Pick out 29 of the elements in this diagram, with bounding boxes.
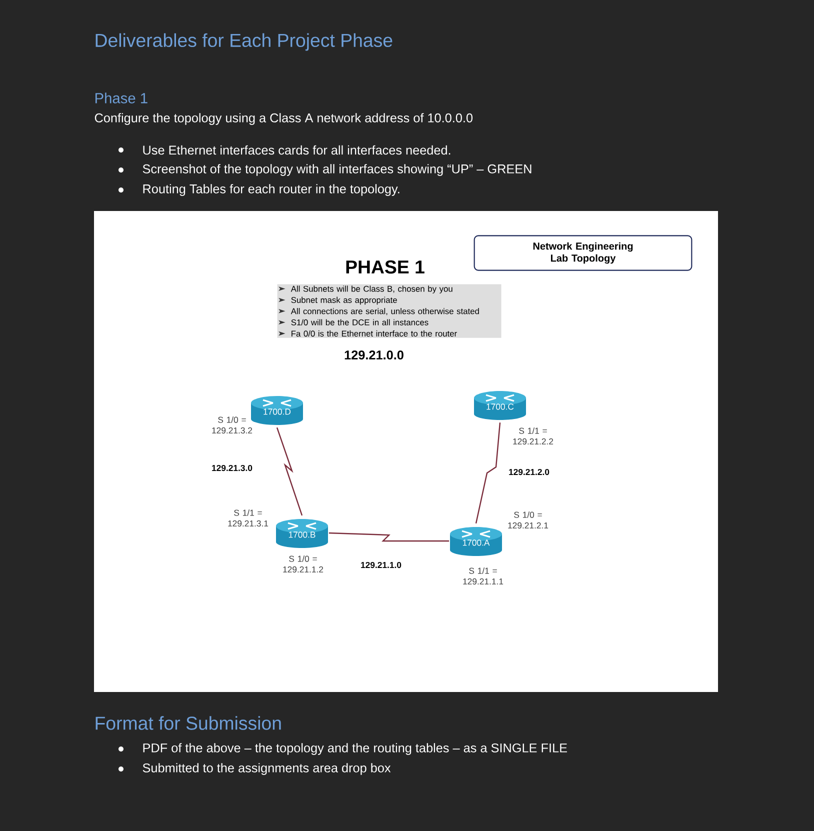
subheading: Phase 1 xyxy=(95,92,148,104)
bullet-item: PDF of the above – the topology and the routing tables – as a SINGLE FILE xyxy=(118,743,567,755)
router: 1700.C xyxy=(474,391,526,420)
edge-label: 129.21.1.0 xyxy=(359,560,403,570)
bullet-item: Submitted to the assignments area drop box xyxy=(118,763,391,775)
edge-label: 129.21.2.0 xyxy=(507,468,551,476)
bullet-item: Screenshot of the topology with all interfaces showing “UP” – GREEN xyxy=(118,164,532,176)
interface-label: S 1/0 = 129.21.2.1 xyxy=(508,512,548,529)
interface-label: S 1/1 = 129.21.2.2 xyxy=(513,428,554,445)
router: 1700.B xyxy=(276,519,328,548)
bullet-item: Routing Tables for each router in the topology. xyxy=(118,184,400,196)
interface-label: S 1/1 = 129.21.1.1 xyxy=(463,568,504,585)
serial-link xyxy=(276,427,303,516)
interface-label: S 1/1 = 129.21.3.1 xyxy=(228,510,268,527)
notes-box: All Subnets will be Class B, chosen by you Subnet mask as appropriate All connections are serial, unless otherwise stated S1/0 will be the DCE in all instances Fa 0/0 is the Ethernet interface to the router xyxy=(277,284,502,338)
network-address: 129.21.0.0 xyxy=(344,350,404,360)
interface-label: S 1/0 = 129.21.1.2 xyxy=(283,556,324,573)
heading: Deliverables for Each Project Phase xyxy=(96,33,392,51)
bullet-item: Use Ethernet interfaces cards for all interfaces needed. xyxy=(118,145,450,155)
interface-label: S 1/0 = 129.21.3.2 xyxy=(212,416,252,434)
router: 1700.D xyxy=(251,396,303,425)
serial-link xyxy=(328,532,450,542)
router: 1700.A xyxy=(450,527,502,556)
serial-link xyxy=(475,422,501,524)
heading: Format for Submission xyxy=(96,716,281,730)
body-text: Configure the topology using a Class A network address of 10.0.0.0 xyxy=(94,113,473,125)
edge-label: 129.21.3.0 xyxy=(210,464,254,472)
phase-heading: PHASE 1 xyxy=(346,260,424,274)
title-box: Network Engineering Lab Topology xyxy=(474,235,692,271)
